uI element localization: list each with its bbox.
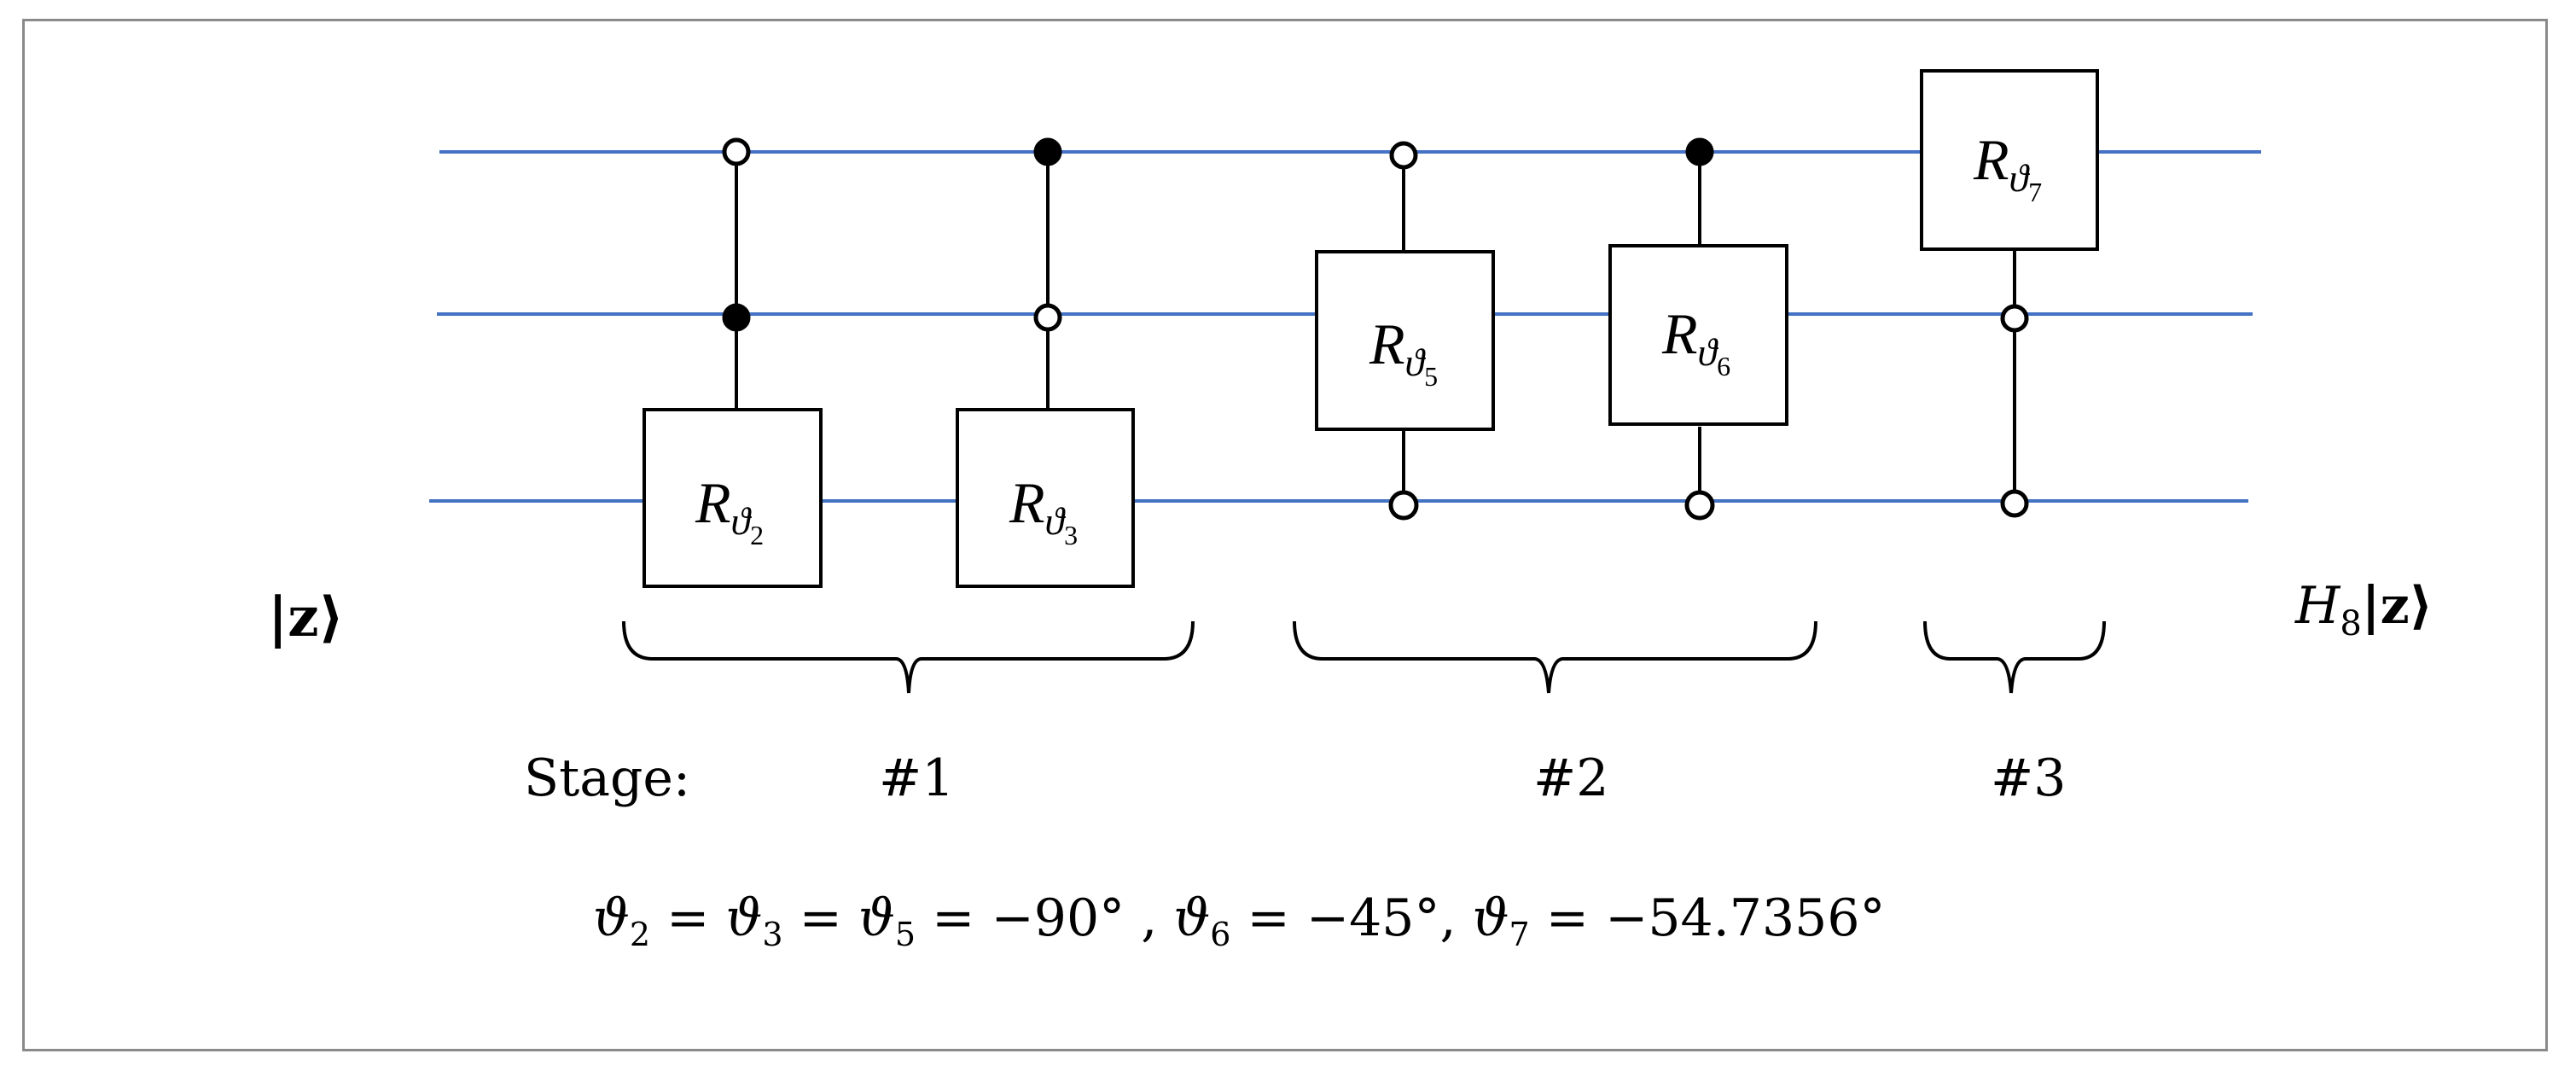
angle-equation: ϑ2 = ϑ3 = ϑ5 = −90° , ϑ6 = −45°, ϑ7 = −5… (593, 888, 1886, 953)
gate-label-7: Rϑ7 (1973, 127, 2042, 207)
filled-control-dot (1033, 137, 1062, 166)
diagram-frame (22, 19, 2548, 1051)
open-controls (722, 137, 2029, 521)
filled-control-dot (722, 303, 751, 332)
stage-brace-2 (1293, 620, 1817, 694)
gate-label-3: Rϑ3 (1009, 470, 1078, 550)
open-control-dot (1684, 490, 1715, 521)
open-control-dot (722, 137, 751, 166)
open-control-dot (2000, 489, 2029, 518)
stage-number-1: #1 (879, 748, 954, 808)
gate-label-2: Rϑ2 (695, 470, 764, 550)
stage-brace-3 (1923, 620, 2106, 694)
open-control-dot (1033, 303, 1062, 332)
gate-label-6: Rϑ6 (1661, 301, 1730, 381)
gate-label-5: Rϑ5 (1369, 311, 1438, 392)
stage-braces (622, 620, 2106, 694)
gate-box-6 (1608, 244, 1788, 426)
gate-box-5 (1315, 250, 1495, 431)
open-control-dot (1388, 490, 1419, 521)
input-state-label: |z⟩ (268, 585, 344, 649)
stage-number-3: #3 (1991, 748, 2066, 808)
stage-brace-1 (622, 620, 1195, 694)
filled-control-dot (1685, 137, 1714, 166)
output-state-label: H8|z⟩ (2294, 576, 2433, 643)
gate-labels: Rϑ2 Rϑ3 Rϑ5 Rϑ6 Rϑ7 (695, 127, 2042, 550)
stage-label: Stage: (524, 748, 690, 808)
gate-boxes (643, 69, 2099, 588)
gate-box-7 (1920, 69, 2099, 251)
gate-box-2 (643, 408, 823, 588)
gate-box-3 (956, 408, 1135, 588)
open-control-dot (1389, 141, 1418, 170)
stage-number-2: #2 (1533, 748, 1608, 808)
open-control-dot (2000, 304, 2029, 333)
filled-controls (722, 137, 1714, 332)
